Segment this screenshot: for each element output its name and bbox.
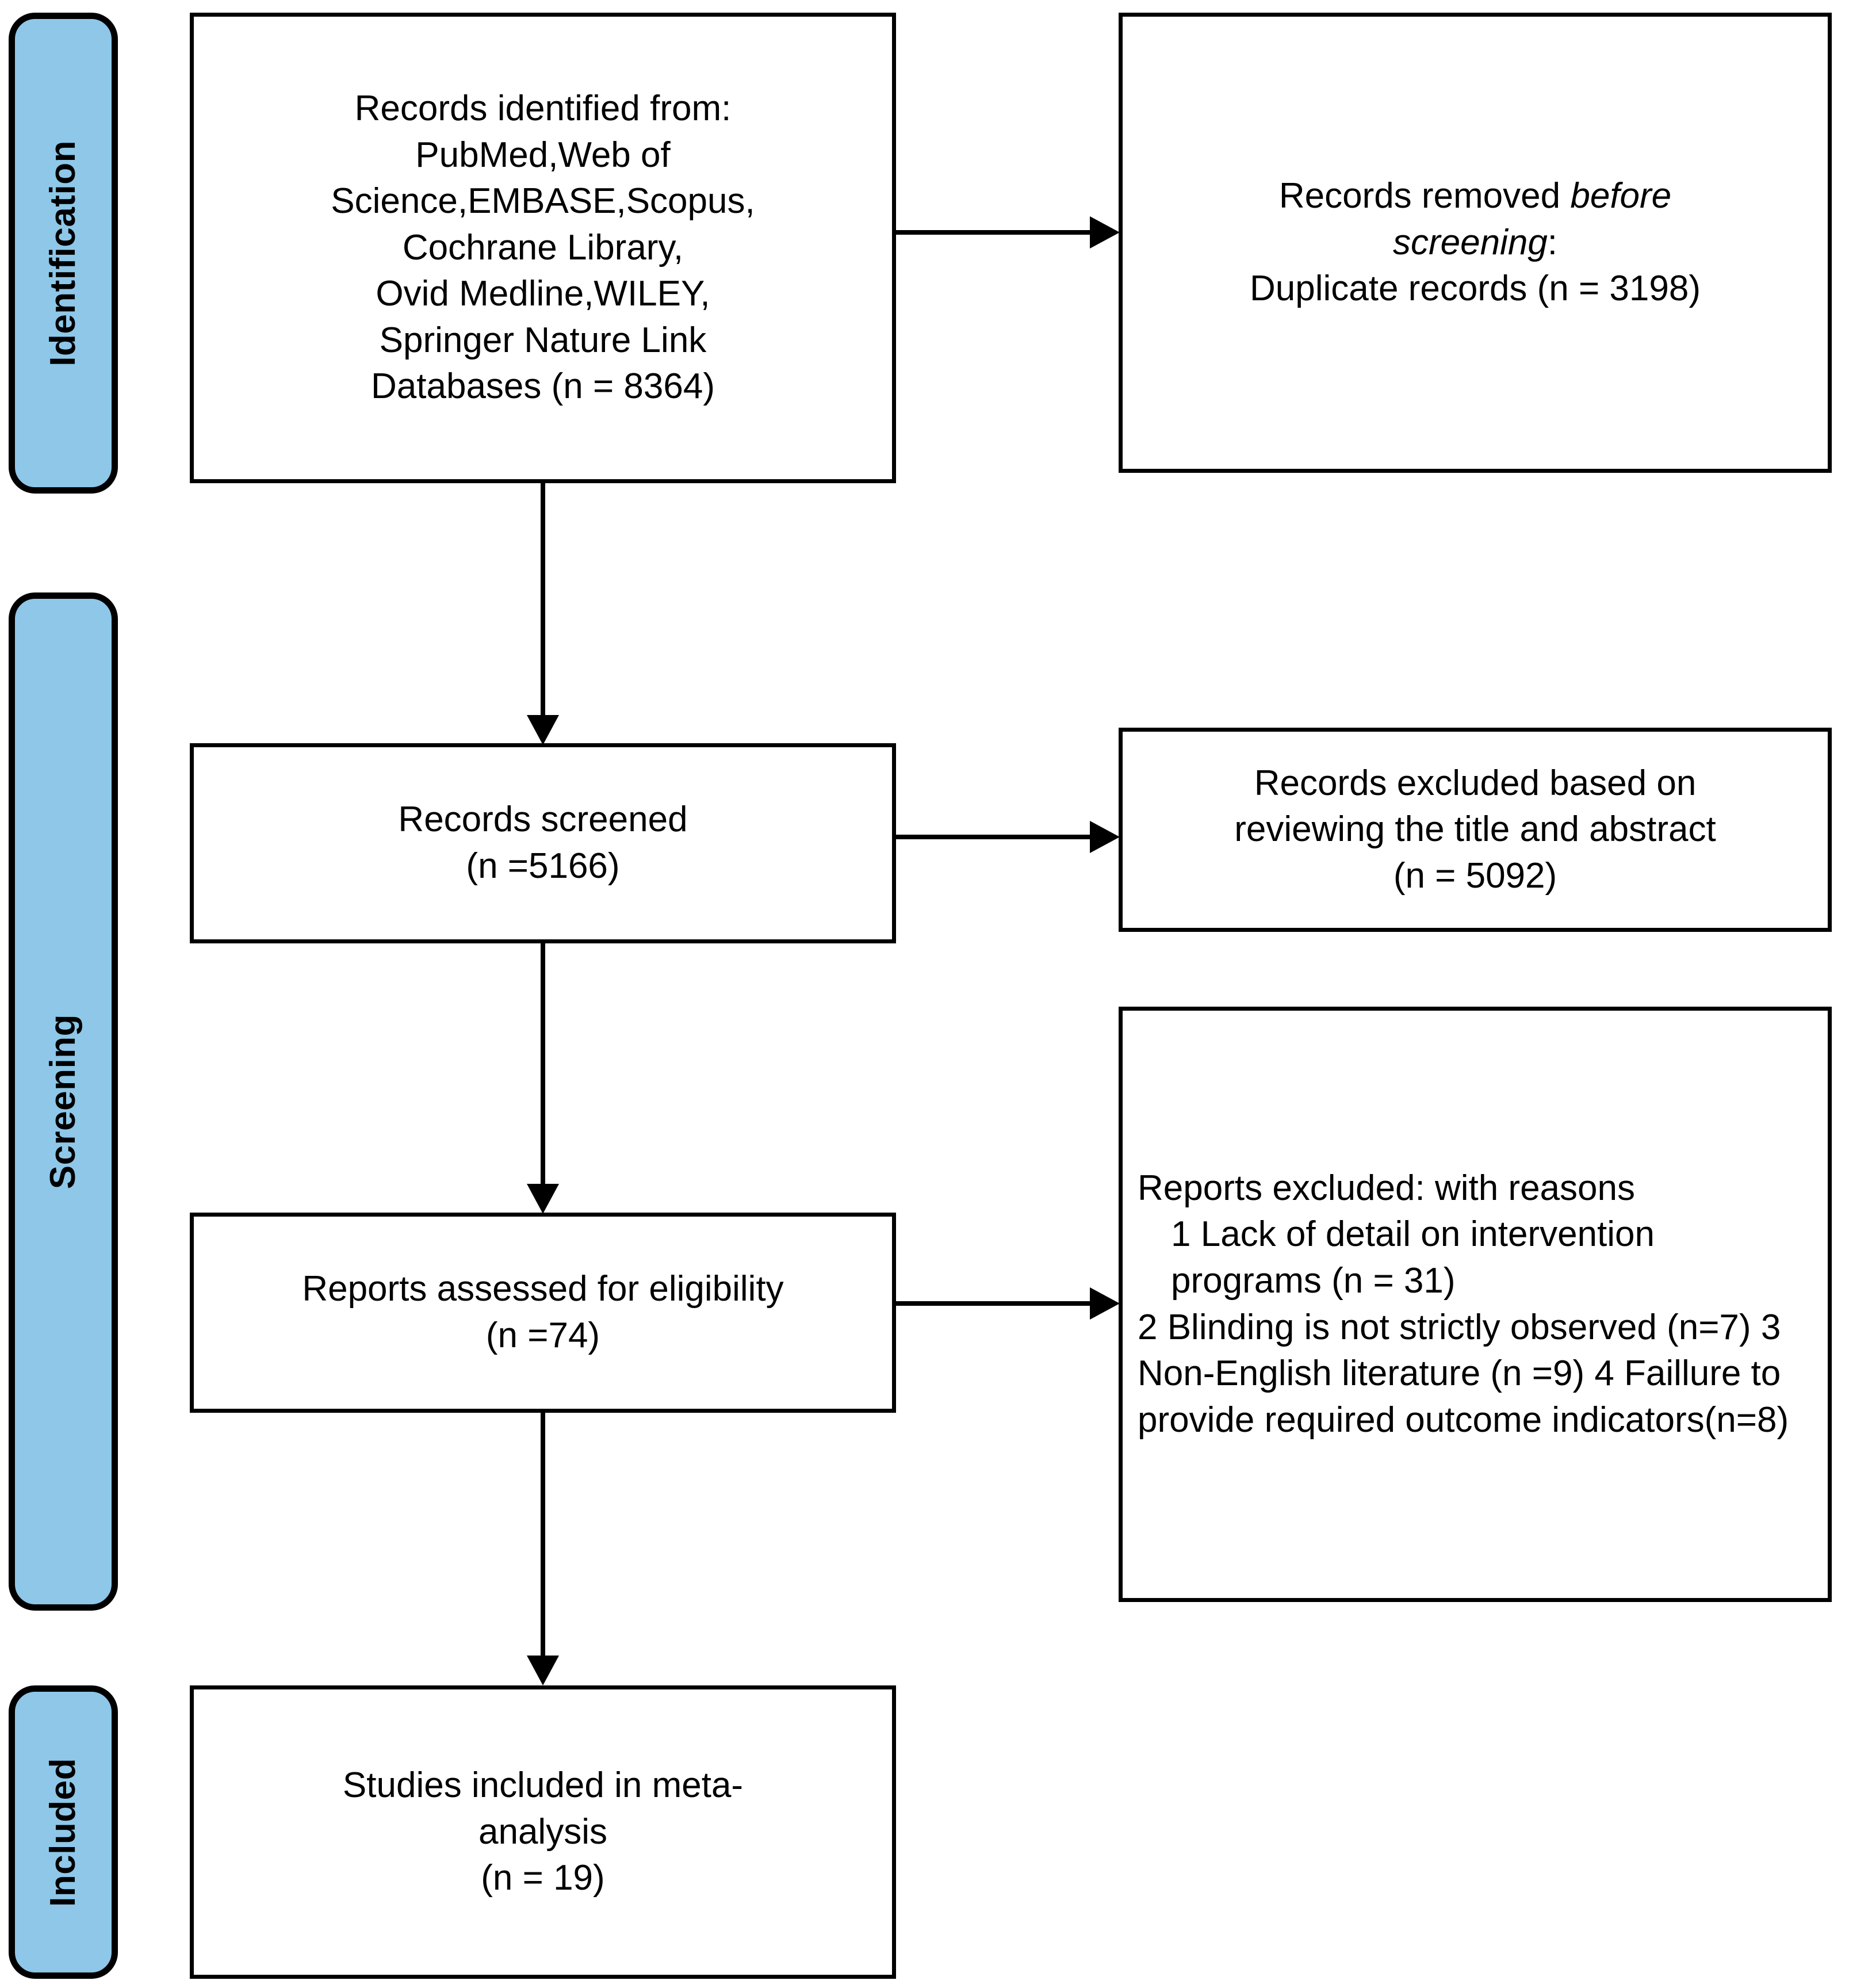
records-removed-line-2-suffix: : xyxy=(1547,222,1558,262)
connector-assessed-to-reports-excluded-arrowhead xyxy=(1090,1287,1120,1320)
records-removed-line-2-italic: screening xyxy=(1392,222,1548,262)
box-records-removed: Records removed before screening: Duplic… xyxy=(1119,13,1832,473)
records-identified-line-7: Databases (n = 8364) xyxy=(371,366,715,407)
records-identified-line-3: Science,EMBASE,Scopus, xyxy=(331,181,755,221)
reports-excluded-reason-1: 1 Lack of detail on intervention program… xyxy=(1171,1214,1655,1301)
connector-screened-to-assessed-arrowhead xyxy=(527,1184,559,1214)
box-records-excluded-title-abstract: Records excluded based on reviewing the … xyxy=(1119,728,1832,932)
connector-screened-to-excluded-line xyxy=(896,835,1092,839)
box-records-screened: Records screened (n =5166) xyxy=(190,743,896,943)
records-removed-line-1-prefix: Records removed xyxy=(1278,176,1571,216)
stage-label-screening: Screening xyxy=(9,592,118,1611)
box-reports-excluded-reasons: Reports excluded: with reasons 1 Lack of… xyxy=(1119,1007,1832,1602)
connector-identified-to-screened-line xyxy=(541,483,545,719)
records-excluded-line-3: (n = 5092) xyxy=(1393,855,1557,896)
stage-label-screening-text: Screening xyxy=(43,1014,83,1190)
box-records-identified-text: Records identified from: PubMed,Web of S… xyxy=(320,86,765,410)
reports-excluded-reason-3: 3 Non-English literature (n =9) xyxy=(1138,1307,1781,1394)
studies-included-line-1: Studies included in meta- xyxy=(342,1765,744,1806)
box-records-excluded-title-abstract-text: Records excluded based on reviewing the … xyxy=(1224,760,1726,900)
connector-screened-to-excluded-arrowhead xyxy=(1090,821,1120,853)
records-identified-line-1: Records identified from: xyxy=(354,88,732,128)
records-excluded-line-2: reviewing the title and abstract xyxy=(1234,809,1716,850)
studies-included-line-3: (n = 19) xyxy=(481,1858,605,1898)
connector-identified-to-screened-arrowhead xyxy=(527,715,559,745)
stage-label-identification: Identification xyxy=(9,13,118,494)
records-screened-line-2: (n =5166) xyxy=(466,846,620,886)
records-identified-line-5: Ovid Medline,WILEY, xyxy=(376,274,710,314)
reports-excluded-reason-2: 2 Blinding is not strictly observed (n=7… xyxy=(1138,1307,1751,1347)
stage-label-identification-text: Identification xyxy=(43,140,83,366)
reports-assessed-line-2: (n =74) xyxy=(485,1316,600,1355)
connector-identified-to-removed-line xyxy=(896,230,1092,235)
connector-identified-to-removed-arrowhead xyxy=(1090,216,1120,248)
records-removed-line-3: Duplicate records (n = 3198) xyxy=(1249,269,1701,309)
connector-assessed-to-included-arrowhead xyxy=(527,1656,559,1685)
box-studies-included-text: Studies included in meta- analysis (n = … xyxy=(332,1763,753,1902)
records-identified-line-4: Cochrane Library, xyxy=(402,227,684,267)
box-records-identified: Records identified from: PubMed,Web of S… xyxy=(190,13,896,483)
records-removed-line-1-italic: before xyxy=(1570,176,1672,216)
records-excluded-line-1: Records excluded based on xyxy=(1254,763,1697,803)
studies-included-line-2: analysis xyxy=(478,1811,607,1852)
box-records-screened-text: Records screened (n =5166) xyxy=(388,797,698,889)
stage-label-included-text: Included xyxy=(43,1757,83,1907)
connector-assessed-to-reports-excluded-line xyxy=(896,1301,1092,1306)
box-records-removed-text: Records removed before screening: Duplic… xyxy=(1239,173,1711,312)
box-reports-excluded-reasons-text: Reports excluded: with reasons 1 Lack of… xyxy=(1123,1165,1828,1444)
box-studies-included: Studies included in meta- analysis (n = … xyxy=(190,1685,896,1979)
records-identified-line-2: PubMed,Web of xyxy=(415,135,671,175)
reports-excluded-heading: Reports excluded: with reasons xyxy=(1138,1168,1636,1208)
connector-assessed-to-included-line xyxy=(541,1413,545,1657)
records-screened-line-1: Records screened xyxy=(398,800,688,840)
records-identified-line-6: Springer Nature Link xyxy=(379,320,707,360)
reports-assessed-line-1: Reports assessed for eligibility xyxy=(302,1269,784,1309)
box-reports-assessed: Reports assessed for eligibility (n =74) xyxy=(190,1213,896,1413)
reports-excluded-reason-4: 4 Faillure to provide required outcome i… xyxy=(1138,1354,1789,1440)
box-reports-assessed-text: Reports assessed for eligibility (n =74) xyxy=(292,1266,794,1359)
connector-screened-to-assessed-line xyxy=(541,943,545,1188)
stage-label-included: Included xyxy=(9,1685,118,1979)
